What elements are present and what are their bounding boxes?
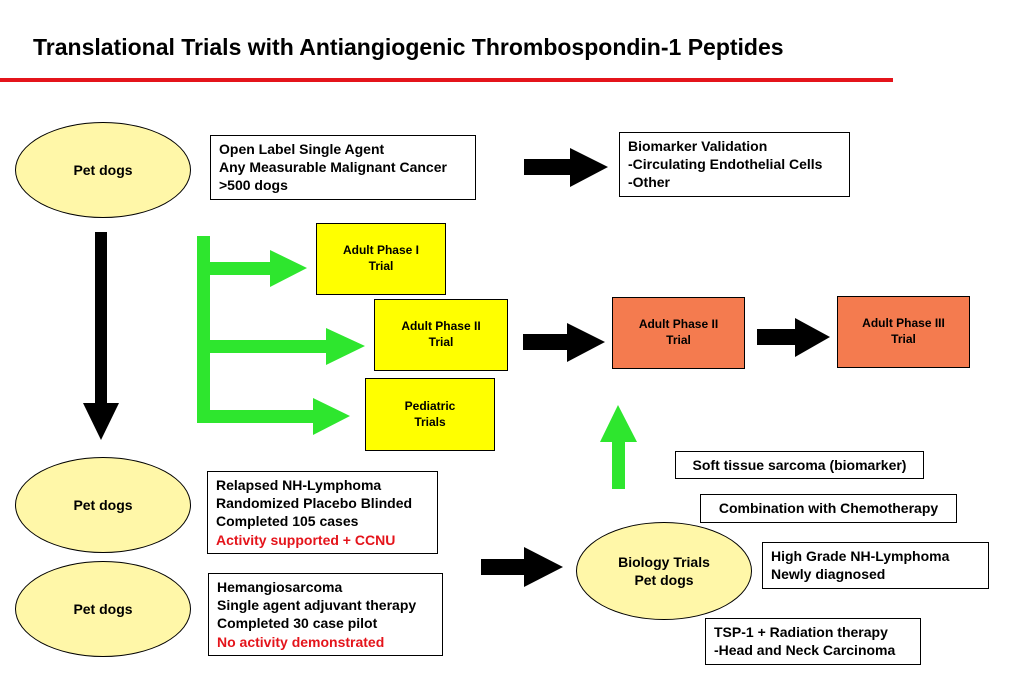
adult-phase2-orange-trial: Adult Phase II Trial	[612, 297, 745, 369]
high-grade-lymphoma-box: High Grade NH-Lymphoma Newly diagnosed	[762, 542, 989, 589]
hemangio-line: Completed 30 case pilot	[217, 615, 378, 632]
trial-label: Adult Phase II	[638, 317, 719, 332]
pet-dogs-oval-mid: Pet dogs	[15, 457, 191, 553]
pediatric-trials: Pediatric Trials	[365, 378, 495, 451]
pet-dogs-oval-bottom: Pet dogs	[15, 561, 191, 657]
pet-dogs-oval-top: Pet dogs	[15, 122, 191, 218]
lymphoma-line: Relapsed NH-Lymphoma	[216, 477, 382, 493]
open-label-line: >500 dogs	[219, 177, 288, 194]
trial-label: Adult Phase II	[401, 319, 481, 334]
lymphoma-line: Randomized Placebo Blinded	[216, 495, 413, 512]
biomarker-line: -Other	[628, 174, 670, 191]
right-arrow-to-biomarker	[524, 148, 608, 187]
right-arrow-to-biology	[481, 547, 563, 587]
trial-label: Pediatric	[404, 398, 456, 413]
biomarker-line: -Circulating Endothelial Cells	[628, 156, 823, 173]
right-arrow-to-phase3	[757, 318, 830, 357]
green-branch-arrows	[197, 236, 365, 435]
lymphoma-line: Completed 105 cases	[216, 513, 359, 530]
right-arrow-to-phase2-orange	[523, 323, 605, 362]
open-label-line: Open Label Single Agent	[219, 141, 385, 157]
tsp1-line: TSP-1 + Radiation therapy	[714, 624, 888, 640]
trial-label: Trials	[414, 414, 446, 429]
trial-label: Trial	[891, 332, 916, 346]
high-grade-line: Newly diagnosed	[771, 566, 886, 583]
trial-label: Trial	[666, 333, 691, 347]
adult-phase2-yellow-trial: Adult Phase II Trial	[374, 299, 508, 371]
trial-label: Adult Phase I	[342, 243, 419, 258]
open-label-line: Any Measurable Malignant Cancer	[219, 159, 447, 176]
adult-phase3-trial: Adult Phase III Trial	[837, 296, 970, 368]
combination-chemo-box: Combination with Chemotherapy	[700, 494, 957, 523]
biology-trials-line1: Biology Trials	[618, 553, 710, 570]
trial-label: Adult Phase III	[862, 316, 945, 331]
down-arrow-black	[83, 232, 119, 440]
hemangio-line: Single agent adjuvant therapy	[217, 597, 417, 614]
slide-title: Translational Trials with Antiangiogenic…	[33, 34, 784, 60]
hemangio-line: Hemangiosarcoma	[217, 579, 343, 595]
lymphoma-box: Relapsed NH-Lymphoma Randomized Placebo …	[207, 471, 438, 554]
hemangio-result: No activity demonstrated	[217, 633, 385, 650]
open-label-box: Open Label Single Agent Any Measurable M…	[210, 135, 476, 200]
biomarker-validation-box: Biomarker Validation -Circulating Endoth…	[619, 132, 850, 197]
tsp1-line: -Head and Neck Carcinoma	[714, 642, 896, 659]
tsp1-radiation-box: TSP-1 + Radiation therapy -Head and Neck…	[705, 618, 921, 665]
biomarker-line: Biomarker Validation	[628, 138, 768, 154]
lymphoma-result: Activity supported + CCNU	[216, 531, 396, 548]
title-divider	[0, 78, 893, 82]
soft-tissue-sarcoma-box: Soft tissue sarcoma (biomarker)	[675, 451, 924, 479]
trial-label: Trial	[428, 335, 454, 349]
trial-label: Trial	[368, 259, 394, 273]
high-grade-line: High Grade NH-Lymphoma	[771, 548, 950, 564]
biology-trials-oval: Biology Trials Pet dogs	[576, 522, 752, 620]
hemangiosarcoma-box: Hemangiosarcoma Single agent adjuvant th…	[208, 573, 443, 656]
biology-trials-line2: Pet dogs	[634, 572, 694, 588]
adult-phase1-trial: Adult Phase I Trial	[316, 223, 446, 295]
up-arrow-green	[600, 405, 637, 489]
